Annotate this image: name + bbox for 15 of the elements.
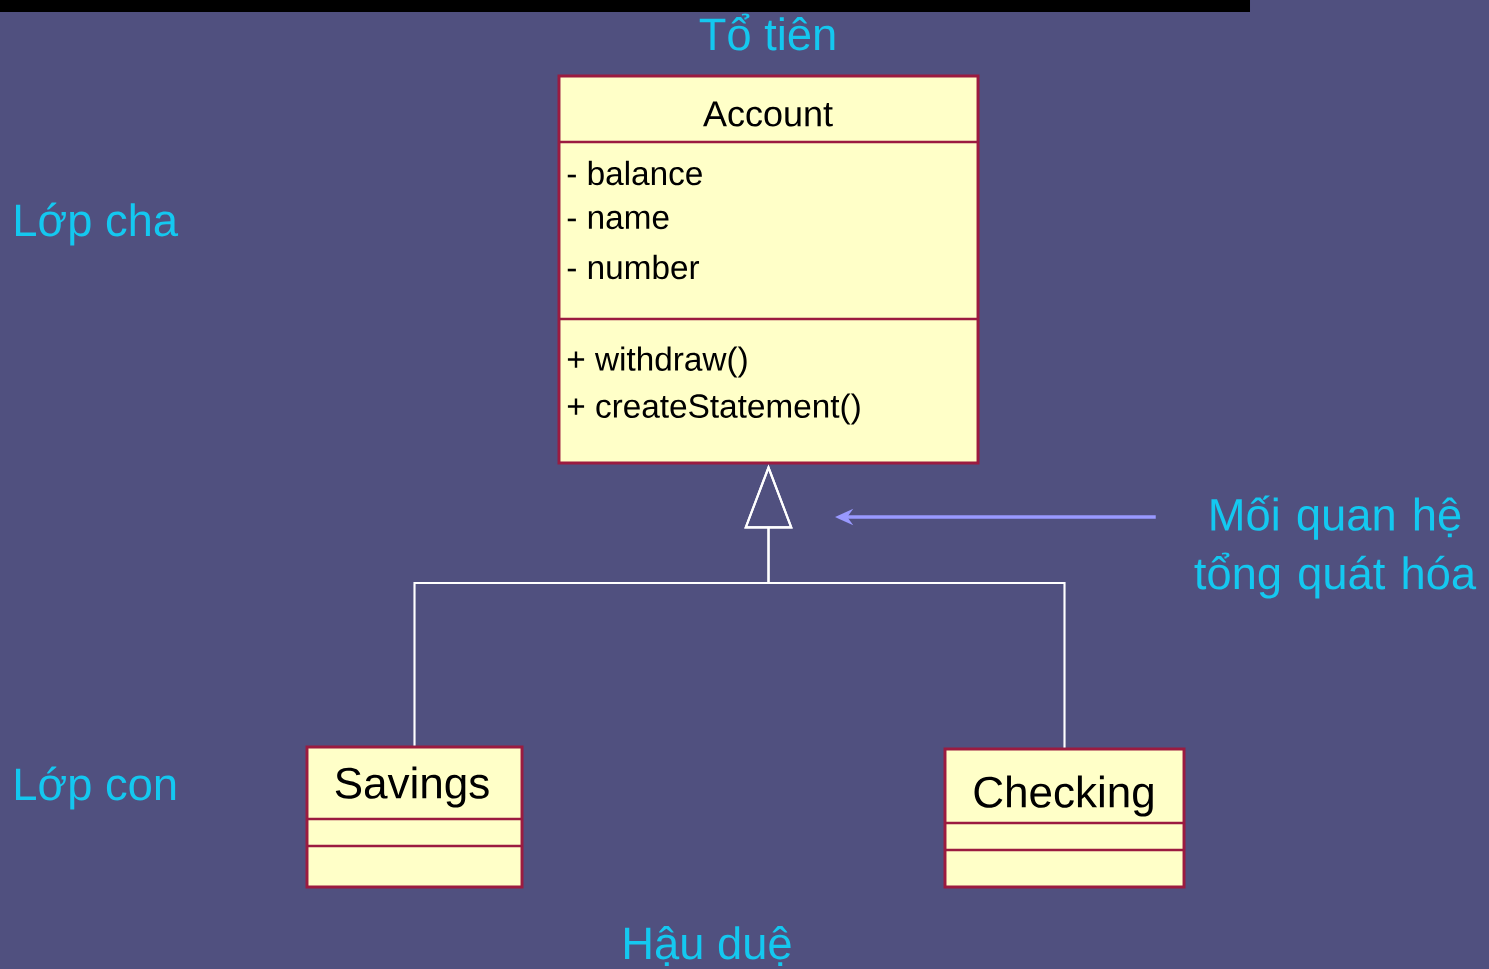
class-name: Savings xyxy=(335,766,489,808)
member-text: + withdraw() xyxy=(567,346,747,378)
member-text: - name xyxy=(567,210,669,230)
member-text: + createStatement() xyxy=(567,393,860,425)
class-box xyxy=(305,745,524,889)
label-text: Lớp cha xyxy=(16,202,179,246)
label-text: Lớp con xyxy=(16,766,176,810)
member-text: - number xyxy=(567,254,700,280)
class-box xyxy=(943,747,1186,889)
annotation-text: Mối quan hệ tổng quát hóa xyxy=(1194,495,1477,599)
class-box xyxy=(557,74,980,465)
member-text: - balance xyxy=(567,160,702,186)
class-name: Checking xyxy=(974,775,1153,817)
label-text: Hậu duệ xyxy=(625,926,791,966)
class-name: Account xyxy=(703,101,833,127)
